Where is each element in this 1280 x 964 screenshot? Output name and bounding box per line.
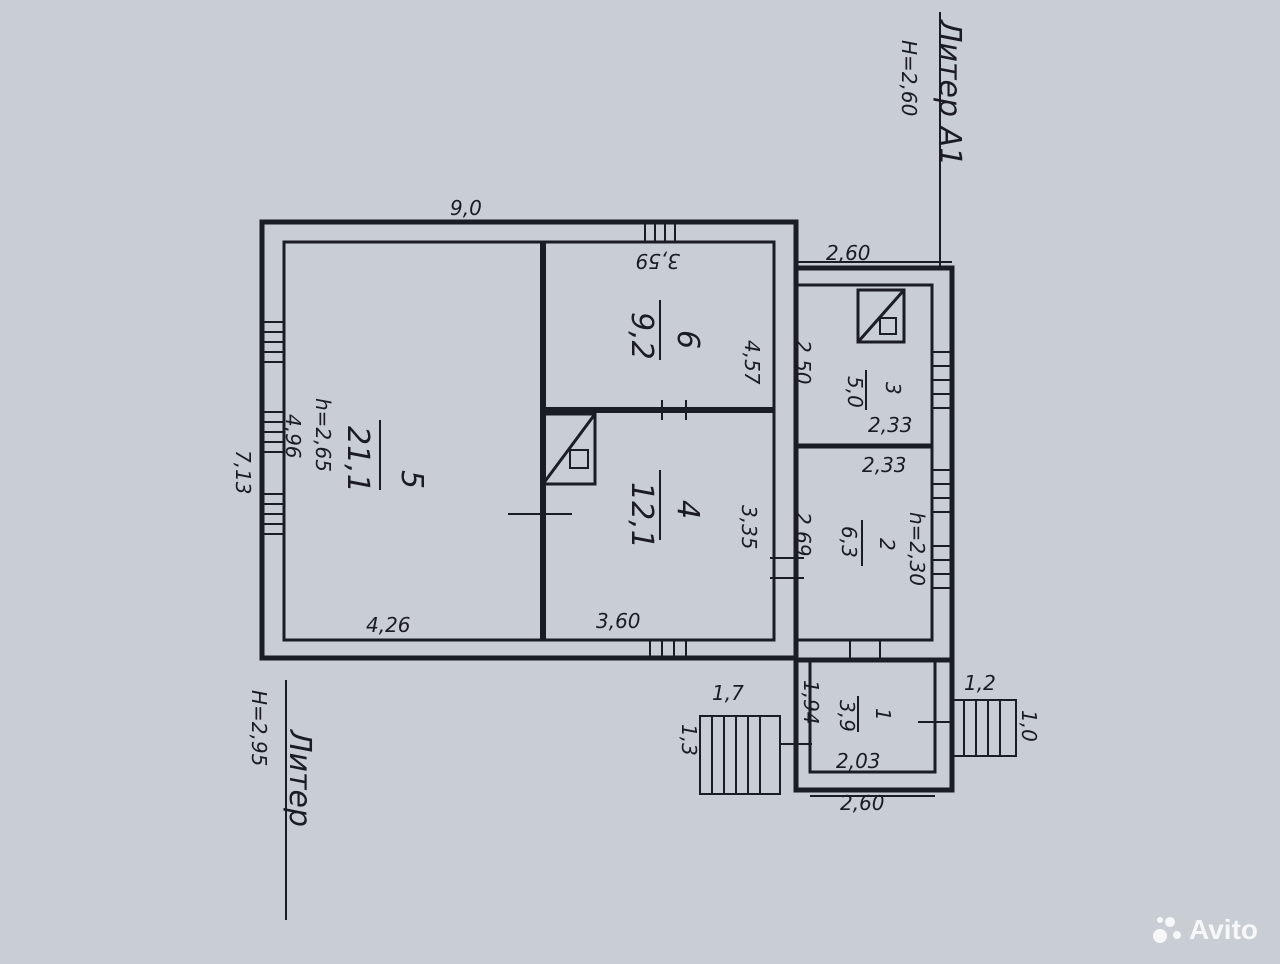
dim-steps-right-w: 1,2 — [964, 671, 996, 695]
room2-area: 6,3 — [837, 526, 861, 558]
avito-watermark: Avito — [1153, 914, 1258, 946]
dim-room6-length: 4,57 — [740, 340, 764, 385]
avito-watermark-text: Avito — [1189, 914, 1258, 946]
room5-area: 21,1 — [340, 426, 375, 493]
room1-area: 3,9 — [835, 700, 859, 732]
room2-number: 2 — [875, 538, 899, 551]
dim-room1-width: 2,03 — [836, 749, 881, 773]
avito-logo-icon — [1153, 915, 1183, 945]
room5-ceiling: h=2,65 — [311, 398, 335, 472]
room6-number: 6 — [670, 330, 705, 349]
dim-room3-width: 2,33 — [868, 413, 913, 437]
room3-area: 5,0 — [843, 376, 867, 408]
dim-room5-width: 4,26 — [366, 613, 411, 637]
dim-steps-left-w: 1,7 — [712, 681, 744, 705]
dim-total-width: 9,0 — [450, 196, 482, 220]
room5-number: 5 — [394, 470, 429, 489]
dim-steps-right-h: 1,0 — [1017, 710, 1041, 742]
dim-total-height: 7,13 — [231, 450, 255, 495]
dim-room2-width: 2,33 — [862, 453, 907, 477]
room1-number: 1 — [871, 708, 895, 721]
dim-room6-width: 3,59 — [635, 249, 680, 273]
dim-room4-width: 3,60 — [596, 609, 641, 633]
dim-steps-left-h: 1,3 — [677, 724, 701, 756]
dim-annex-width: 2,60 — [826, 241, 871, 265]
dim-room1-length: 1,94 — [799, 680, 823, 725]
room3-number: 3 — [881, 382, 905, 395]
dim-room2-length: 2,69 — [791, 512, 815, 557]
dim-room3-length: 2,50 — [791, 340, 815, 385]
room4-number: 4 — [670, 500, 705, 519]
dim-room4-length: 3,35 — [737, 505, 761, 550]
main-section-height: H=2,95 — [247, 690, 271, 766]
dim-porch-width: 2,60 — [840, 791, 885, 815]
annex-section-height: H=2,60 — [897, 40, 921, 116]
room6-area: 9,2 — [624, 312, 659, 360]
annex-section-label: Литер А1 — [932, 19, 967, 166]
main-section-label: Литер — [282, 729, 317, 827]
room2-ceiling: h=2,30 — [905, 512, 929, 586]
room4-area: 12,1 — [624, 482, 659, 549]
room5-length: 4,96 — [281, 414, 305, 459]
